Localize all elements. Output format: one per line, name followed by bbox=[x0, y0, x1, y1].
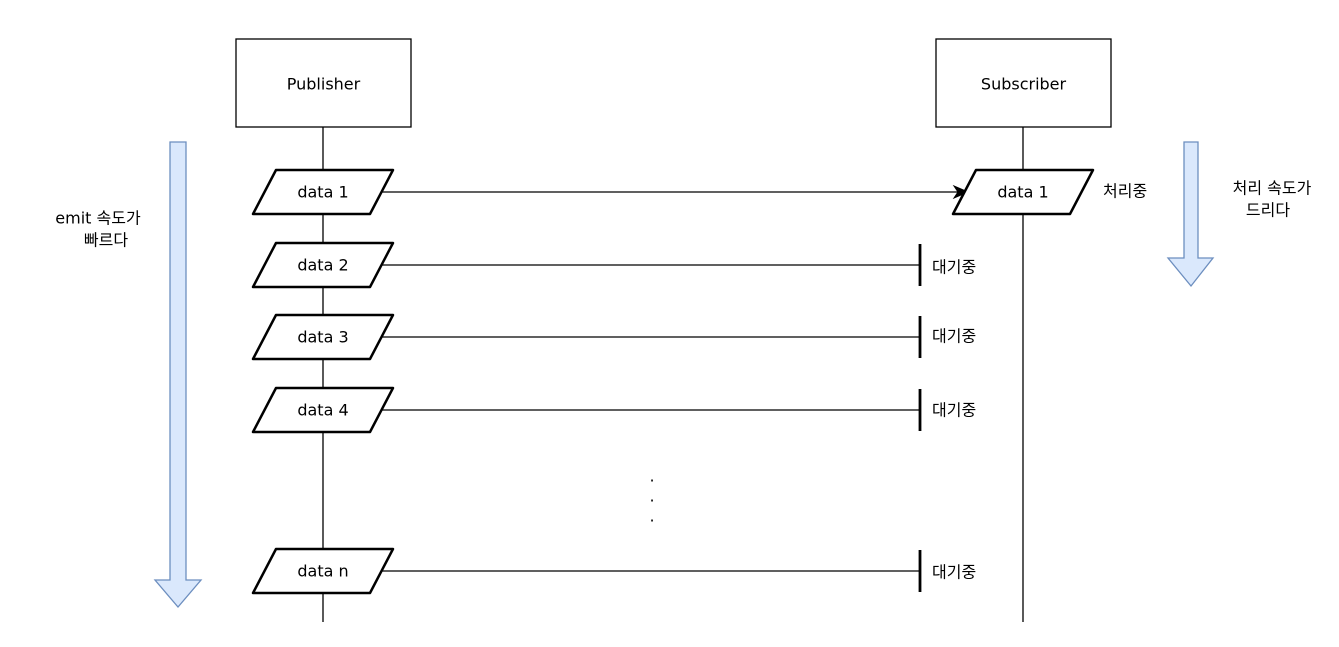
emit-speed-note-line2: 빠르다 bbox=[84, 231, 128, 250]
data-shape-3: data 3 bbox=[251, 313, 395, 361]
state-label-waiting: 대기중 bbox=[932, 258, 976, 277]
state-label-processing: 처리중 bbox=[1103, 182, 1147, 201]
publisher-label: Publisher bbox=[287, 75, 361, 94]
data-shape-n: data n bbox=[251, 547, 395, 595]
state-label-waiting: 대기중 bbox=[932, 563, 976, 582]
subscriber-box: Subscriber bbox=[935, 38, 1112, 128]
data-shape-2: data 2 bbox=[251, 241, 395, 289]
message-arrowhead bbox=[952, 184, 970, 200]
delivered-data-shape: data 1 bbox=[951, 168, 1095, 216]
ellipsis-dot: . bbox=[649, 507, 654, 526]
state-label-waiting: 대기중 bbox=[932, 401, 976, 420]
subscriber-label: Subscriber bbox=[981, 75, 1067, 94]
data-label-1: data 1 bbox=[297, 183, 348, 202]
data-label-3: data 3 bbox=[297, 328, 348, 347]
emit-speed-note-line1: emit 속도가 bbox=[55, 209, 141, 228]
data-shape-1: data 1 bbox=[251, 168, 395, 216]
data-label-n: data n bbox=[297, 562, 348, 581]
data-label-4: data 4 bbox=[297, 401, 348, 420]
emit-speed-arrow bbox=[153, 141, 203, 609]
delivered-data-label: data 1 bbox=[997, 183, 1048, 202]
process-speed-note-line1: 처리 속도가 bbox=[1233, 179, 1312, 198]
ellipsis-dot: . bbox=[649, 467, 654, 486]
process-speed-arrow bbox=[1166, 141, 1215, 288]
data-label-2: data 2 bbox=[297, 256, 348, 275]
state-label-waiting: 대기중 bbox=[932, 327, 976, 346]
ellipsis-dot: . bbox=[649, 487, 654, 506]
publisher-box: Publisher bbox=[235, 38, 412, 128]
process-speed-note-line2: 드리다 bbox=[1246, 201, 1290, 220]
data-shape-4: data 4 bbox=[251, 386, 395, 434]
